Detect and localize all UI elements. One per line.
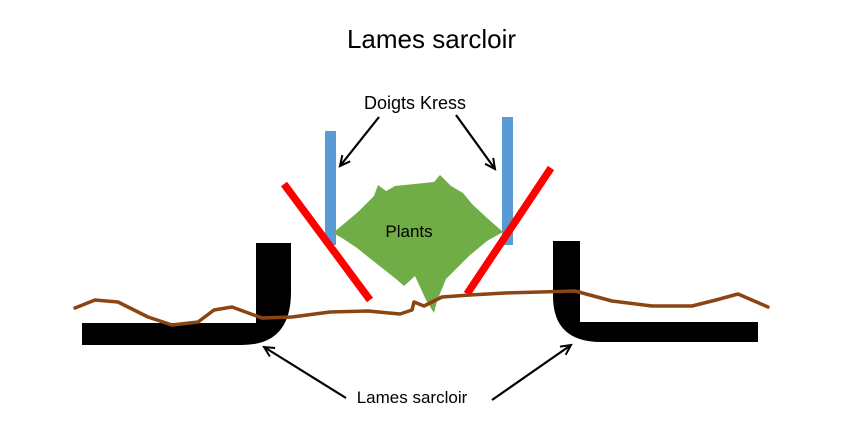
blades-arrow-left — [262, 345, 347, 399]
plants-label: Plants — [385, 222, 433, 241]
kress-arrow-left — [338, 116, 380, 168]
right-weeding-blade-shape — [553, 241, 758, 342]
kress-arrow-right — [455, 114, 497, 171]
weeding-blades-label: Lames sarcloir — [356, 388, 468, 407]
blades-arrow-right — [491, 343, 573, 401]
plant-shape — [333, 175, 503, 313]
left-kress-finger-shape — [325, 131, 336, 245]
right-kress-finger-shape — [502, 117, 513, 245]
diagram-title: Lames sarcloir — [346, 24, 517, 54]
left-red-tine-shape — [280, 181, 374, 303]
left-weeding-blade-shape — [82, 243, 291, 345]
kress-fingers-label: Doigts Kress — [363, 93, 467, 113]
right-red-tine-shape — [463, 165, 555, 297]
soil-line-shape — [73, 289, 770, 327]
